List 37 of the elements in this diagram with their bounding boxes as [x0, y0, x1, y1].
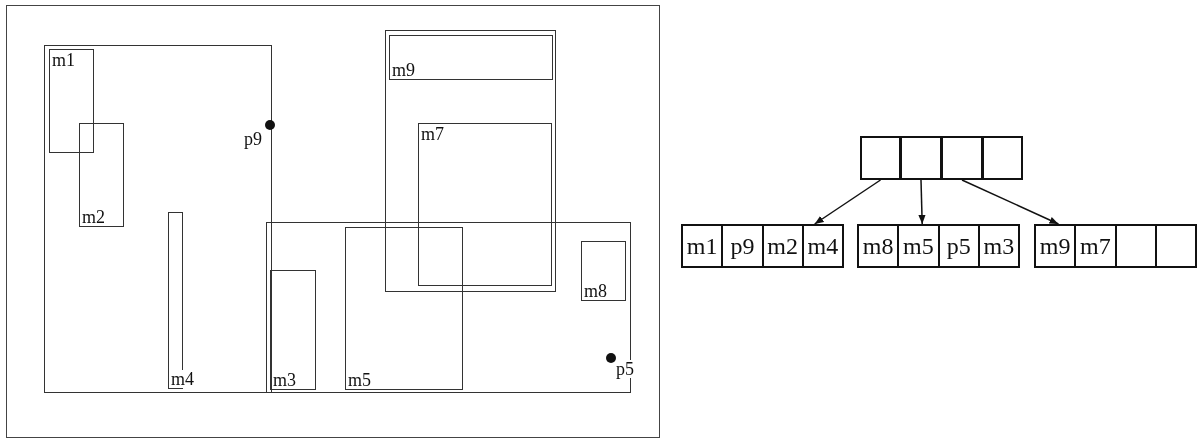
arrow: [813, 179, 882, 225]
entry-cell: m2: [762, 225, 803, 267]
arrow: [961, 179, 1060, 225]
rectangle-label: m8: [584, 282, 608, 300]
rectangle-label: m9: [392, 61, 416, 79]
bounding-rectangle: [389, 35, 553, 80]
bounding-rectangle: [581, 241, 626, 301]
rectangle-label: m5: [348, 371, 372, 389]
bounding-rectangle: [44, 45, 272, 393]
bounding-rectangle: [79, 123, 124, 227]
rectangle-label: m2: [82, 208, 106, 226]
entry-cell: m1: [682, 225, 723, 267]
pointer-cell: [900, 136, 942, 180]
bounding-rectangle: [418, 123, 552, 286]
entry-cell: m5: [898, 225, 939, 267]
arrow: [918, 179, 926, 225]
point-label: p5: [616, 360, 634, 378]
entry-cell: m7: [1075, 225, 1116, 267]
pointer-cell: [982, 136, 1023, 180]
rectangle-label: m4: [171, 370, 195, 388]
bounding-rectangle: [270, 270, 316, 390]
rectangle-label: m3: [273, 371, 297, 389]
point-label: p9: [244, 130, 262, 148]
rectangle-label: m7: [421, 125, 445, 143]
pointer-cell: [860, 136, 901, 180]
rectangle-label: m1: [52, 51, 76, 69]
bounding-rectangle: [49, 49, 94, 153]
entry-cell: m4: [802, 225, 843, 267]
entry-cell: m8: [858, 225, 899, 267]
bounding-rectangle: [345, 227, 463, 390]
entry-cell: p5: [938, 225, 979, 267]
pointer-cell: [941, 136, 983, 180]
entry-cell: m3: [978, 225, 1019, 267]
entry-cell: p9: [722, 225, 763, 267]
entry-cell: m9: [1035, 225, 1076, 267]
frame-rectangle: [6, 5, 660, 438]
bounding-rectangle: [385, 30, 556, 292]
